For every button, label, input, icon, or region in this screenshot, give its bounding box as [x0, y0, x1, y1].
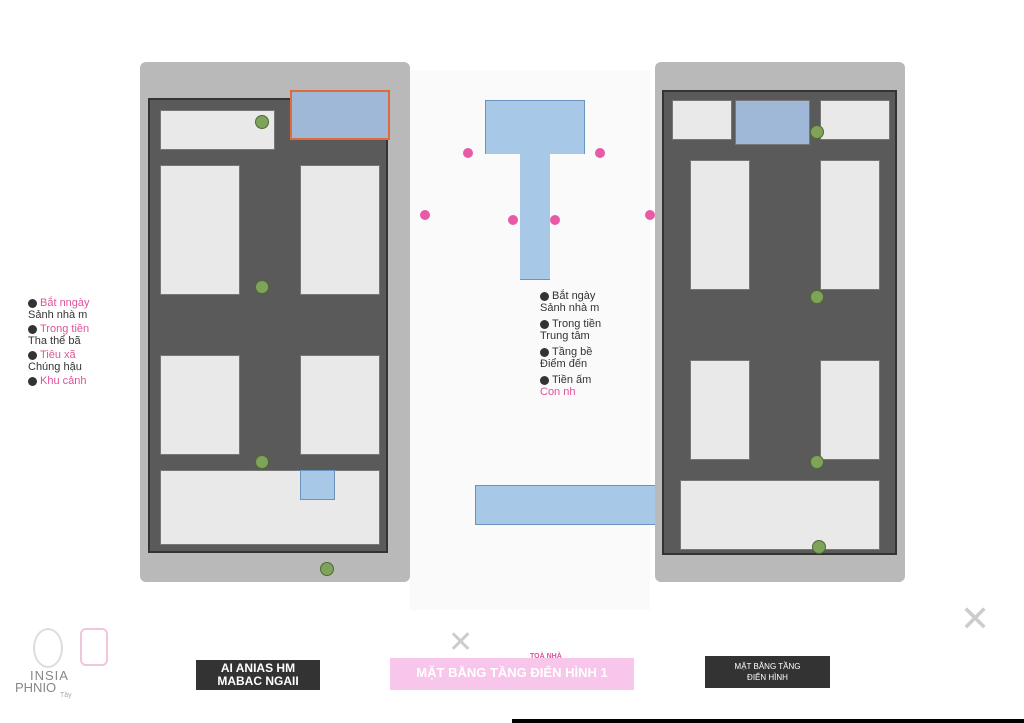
logo-mark-icon: [33, 628, 63, 668]
title-sub: TOÀ NHÀ: [530, 653, 562, 660]
unit-block: [300, 355, 380, 455]
legend-sublabel: Trung tâm: [540, 330, 590, 342]
title-left: AI ANIAS HM MABAC NGAII: [196, 660, 320, 690]
logo-text: INSIA: [30, 668, 69, 683]
unit-block: [672, 100, 732, 140]
bullet-icon: [540, 347, 549, 357]
tree-icon: [255, 115, 269, 129]
title-center: MẶT BẰNG TẦNG ĐIỂN HÌNH 1 TOÀ NHÀ: [390, 653, 634, 690]
marker-icon: [550, 215, 560, 225]
stair-core: [290, 90, 390, 140]
legend-label: Trong tiền: [40, 323, 90, 335]
title-line: AI ANIAS HM: [220, 661, 296, 675]
legend-sublabel: Sảnh nhà m: [540, 302, 600, 314]
unit-block: [820, 360, 880, 460]
title-right: MẶT BẰNG TẦNG ĐIỂN HÌNH: [705, 656, 830, 688]
legend-label: Tầng bề: [552, 346, 593, 358]
logo-mark-icon: [80, 628, 108, 666]
legend-sublabel: Con nh: [540, 386, 576, 398]
legend-label: Bắt nngày: [40, 297, 90, 309]
logo: INSIA PHNIO Tây: [15, 628, 145, 699]
unit-block: [690, 160, 750, 290]
legend-label: Khu cảnh: [40, 375, 87, 387]
compass-icon: ✕: [448, 626, 474, 659]
compass-icon: ✕: [960, 598, 991, 639]
legend-sublabel: Sảnh nhà m: [28, 309, 88, 321]
bullet-icon: [540, 319, 549, 329]
tree-icon: [810, 455, 824, 469]
unit-block: [160, 470, 380, 545]
divider: [512, 719, 1024, 723]
unit-block: [160, 355, 240, 455]
bullet-icon: [28, 376, 37, 386]
marker-icon: [463, 148, 473, 158]
legend-sublabel: Điểm đến: [540, 358, 588, 370]
legend-sublabel: Chúng hậu: [28, 361, 82, 373]
bullet-icon: [28, 324, 37, 334]
unit-block: [820, 100, 890, 140]
bullet-icon: [28, 350, 37, 360]
legend-label: Tiền ấm: [552, 374, 592, 386]
legend-label: Trong tiền: [552, 318, 602, 330]
unit-block: [300, 165, 380, 295]
logo-subtext: Tây: [60, 692, 72, 699]
water-feature: [300, 470, 335, 500]
legend-label: Tiêu xã: [40, 349, 76, 361]
tree-icon: [255, 455, 269, 469]
legend-item: Khu cảnh: [28, 375, 168, 387]
tree-icon: [320, 562, 334, 576]
unit-block: [690, 360, 750, 460]
tree-icon: [810, 125, 824, 139]
unit-block: [680, 480, 880, 550]
logo-text: PHNIO: [15, 680, 57, 695]
legend-label: Bắt ngày: [552, 290, 596, 302]
stair-core: [735, 100, 810, 145]
bullet-icon: [540, 291, 549, 301]
tree-icon: [255, 280, 269, 294]
bullet-icon: [28, 298, 37, 308]
tree-icon: [812, 540, 826, 554]
bullet-icon: [540, 375, 549, 385]
marker-icon: [420, 210, 430, 220]
title-line: MẶT BẰNG TẦNG: [734, 662, 801, 671]
title-line: MABAC NGAII: [217, 674, 299, 688]
tree-icon: [810, 290, 824, 304]
unit-block: [160, 165, 240, 295]
marker-icon: [645, 210, 655, 220]
marker-icon: [508, 215, 518, 225]
marker-icon: [595, 148, 605, 158]
title-main: MẶT BẰNG TẦNG ĐIỂN HÌNH 1: [416, 665, 608, 680]
unit-block: [820, 160, 880, 290]
title-line: ĐIỂN HÌNH: [747, 673, 788, 682]
legend-sublabel: Tha thể bã: [28, 335, 81, 347]
